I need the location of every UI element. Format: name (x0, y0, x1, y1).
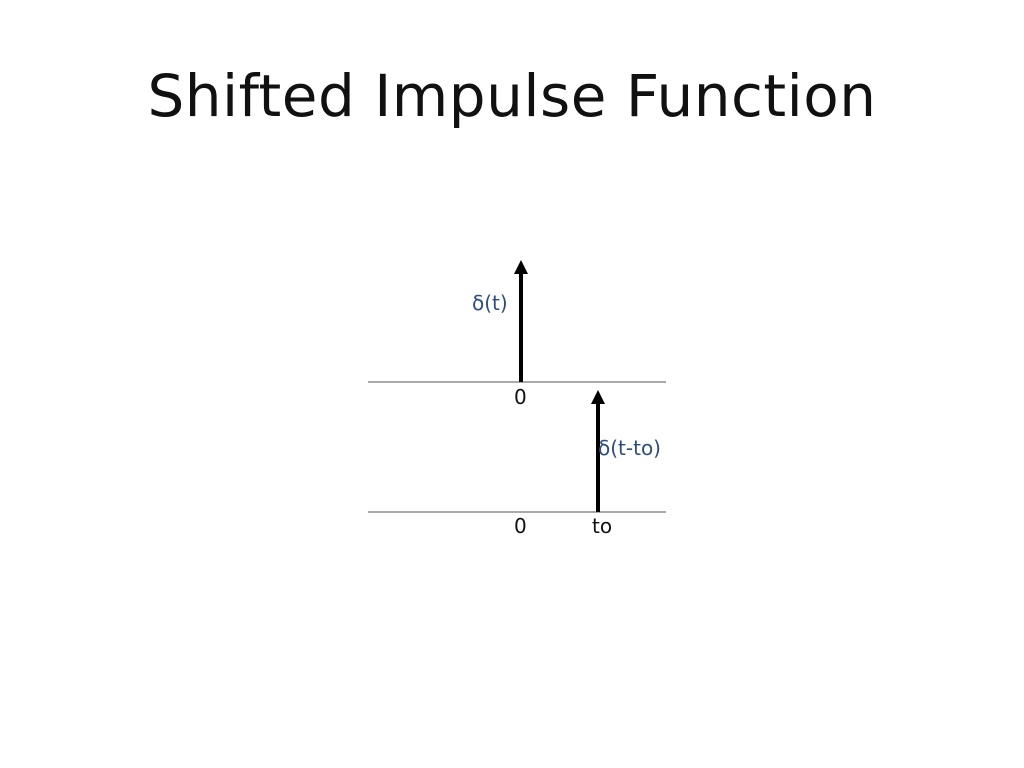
slide-title: Shifted Impulse Function (147, 62, 877, 130)
top-impulse-label: δ(t) (472, 291, 508, 315)
bottom-origin-tick-label: 0 (514, 514, 527, 538)
bottom-shift-tick-label: to (592, 514, 612, 538)
bottom-plot: δ(t-to) 0 to (368, 390, 666, 538)
top-impulse-arrowhead (514, 260, 528, 274)
bottom-impulse-arrowhead (591, 390, 605, 404)
bottom-impulse-label: δ(t-to) (598, 436, 661, 460)
top-plot: δ(t) 0 (368, 260, 666, 409)
top-origin-tick-label: 0 (514, 385, 527, 409)
